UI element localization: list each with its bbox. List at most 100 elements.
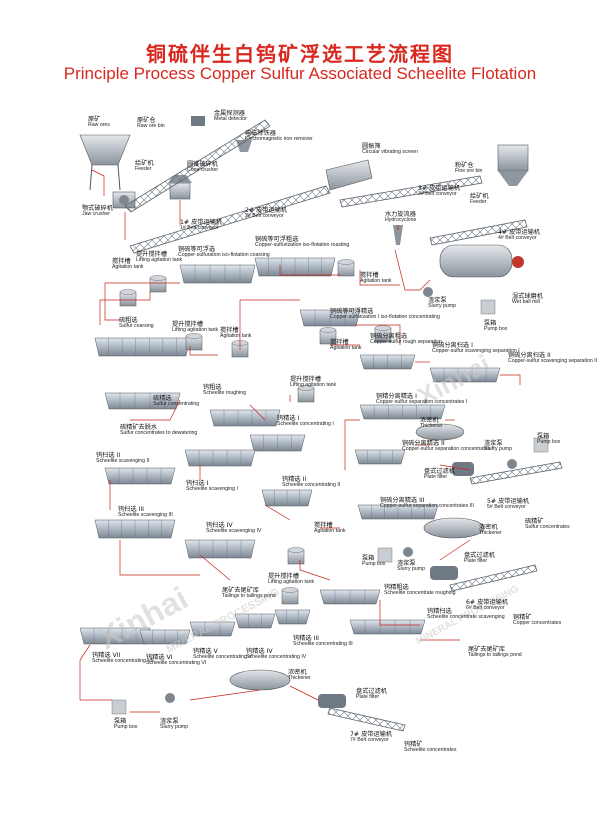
label-cn: 钨扫选 I: [186, 480, 209, 487]
label-en: Agitation tank: [330, 345, 362, 351]
flow-line: [299, 560, 331, 581]
belt-conveyor-3: [339, 175, 483, 208]
label-cn: 电磁除铁器: [245, 130, 276, 137]
label-cn: 浓密机: [288, 669, 307, 676]
flow-line: [279, 265, 340, 276]
flow-line: [379, 600, 420, 626]
label-cn: 硫精矿去脱水: [120, 424, 158, 431]
label-en: Scheelite scavenging I: [186, 486, 238, 492]
label-en: Slurry pump: [160, 724, 188, 730]
flotation-cells: [79, 257, 501, 645]
flow-line: [394, 249, 431, 291]
label-cn: 钨精选 V: [193, 648, 218, 655]
label-en: Scheelite concentrating VI: [146, 660, 207, 666]
label-cn: 1# 皮带运输机: [180, 219, 223, 226]
flotation-cell-bank: [94, 519, 176, 539]
label-en: Thickener: [288, 675, 311, 681]
flotation-cell-bank: [79, 627, 151, 645]
thickener-2: [423, 517, 485, 539]
flotation-cell-bank: [319, 589, 381, 605]
flotation-cell-bank: [349, 619, 426, 635]
pump-box-2: [533, 437, 549, 453]
agitation-tank: [281, 587, 299, 605]
flow-line: [189, 689, 261, 701]
flow-line: [355, 324, 401, 345]
belt-conveyor-7: [327, 707, 406, 732]
label-en: Fine ore bin: [455, 168, 483, 174]
label-cn: 钨扫选 III: [118, 506, 145, 513]
label-cn: 钨精选 I: [277, 415, 300, 422]
label-en: Copper-sulfur rough separation: [370, 339, 442, 345]
label-cn: 钨精选 IV: [246, 648, 273, 655]
label-cn: 铜硫分离精选 III: [380, 497, 425, 504]
belt-conveyor-1: [124, 119, 271, 213]
label-cn: 粉矿仓: [455, 162, 474, 169]
label-cn: 渣浆泵: [428, 297, 447, 304]
label-en: Tailings to tailings pond: [468, 652, 522, 658]
label-cn: 硫粗选: [119, 317, 138, 324]
label-cn: 钨精粗选: [384, 584, 409, 591]
flotation-cell-bank: [104, 467, 176, 485]
label-cn: 钨粗选: [203, 384, 222, 391]
label-en: Cone crusher: [187, 167, 219, 173]
plate-filter-3: [318, 694, 346, 708]
label-en: Metal detector: [214, 116, 247, 122]
label-cn: 铜精分离精选 I: [376, 393, 417, 400]
slurry-pump-1: [423, 287, 433, 297]
flotation-cell-bank: [234, 613, 276, 629]
flow-line: [249, 404, 266, 421]
label-cn: 铜硫等可浮粗选: [255, 236, 299, 243]
label-en: Scheelite scavenging IV: [206, 528, 262, 534]
flow-line: [199, 554, 231, 581]
label-cn: 铜硫分离扫选 I: [432, 342, 473, 349]
flotation-cell-bank: [261, 489, 313, 507]
flow-line: [104, 282, 180, 321]
agitation-tank: [374, 325, 392, 343]
flotation-cell-bank: [184, 449, 256, 467]
label-cn: 钨精选 VII: [92, 652, 121, 659]
label-en: 3# Belt conveyor: [418, 191, 457, 197]
label-cn: 6# 皮带运输机: [466, 599, 509, 606]
flow-line: [344, 419, 360, 470]
pump-box-4: [111, 699, 127, 715]
label-en: Raw ore bin: [137, 123, 165, 129]
label-cn: 铜硫等可浮精选: [330, 308, 374, 315]
label-en: Pump box: [114, 724, 138, 730]
label-cn: 5# 皮带运输机: [487, 498, 530, 505]
flow-line: [239, 299, 300, 350]
label-en: Plate filter: [424, 474, 448, 480]
label-cn: 提升搅拌槽: [136, 251, 167, 258]
label-en: Thickener: [420, 423, 443, 429]
label-cn: 搅拌槽: [360, 272, 379, 279]
flotation-cell-bank: [189, 621, 236, 637]
flotation-cell-bank: [249, 434, 306, 452]
flotation-cell-bank: [139, 629, 191, 645]
slurry-pump-3: [403, 547, 413, 557]
